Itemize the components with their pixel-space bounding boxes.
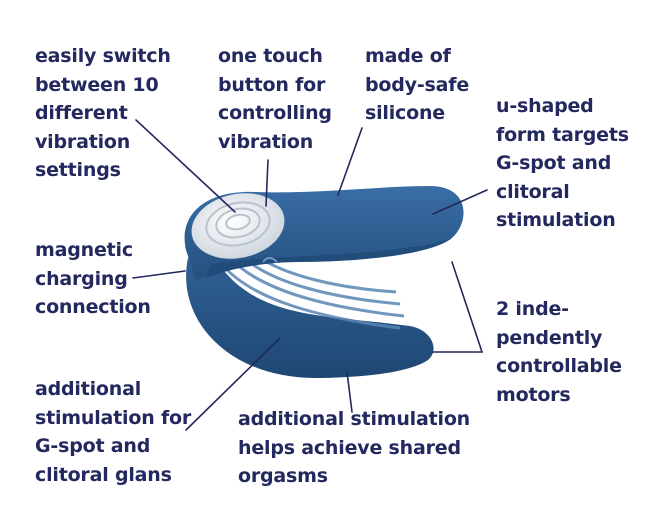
leader-motors — [431, 261, 484, 353]
upper-arm-shadow — [206, 238, 452, 278]
feature-label-additional-shared: additional stimulation helps achieve sha… — [238, 408, 470, 487]
leader-additional-gspot — [185, 337, 281, 431]
charging-contact-mark — [262, 257, 278, 263]
control-button — [191, 193, 285, 259]
feature-label-one-touch-button: one touch button for controlling vibrati… — [218, 45, 332, 153]
feature-label-u-shaped: u-shaped form targets G-spot and clitora… — [496, 95, 629, 231]
leader-u-shaped — [432, 189, 488, 215]
feature-label-additional-gspot: additional stimulation for G-spot and cl… — [35, 378, 192, 486]
lower-arm — [186, 238, 434, 379]
leader-vibration-settings — [135, 119, 236, 213]
feature-label-magnetic-charging: magnetic charging connection — [35, 239, 151, 318]
leader-additional-shared — [346, 371, 353, 413]
feature-label-vibration-settings: easily switch between 10 different vibra… — [35, 45, 171, 181]
leader-lines — [132, 119, 488, 431]
leader-silicone — [337, 127, 363, 196]
leader-magnetic-charging — [132, 270, 186, 279]
leader-one-touch-button — [265, 159, 269, 207]
feature-label-motors: 2 inde- pendently controllable motors — [496, 298, 622, 406]
feature-label-silicone: made of body-safe silicone — [365, 45, 470, 124]
